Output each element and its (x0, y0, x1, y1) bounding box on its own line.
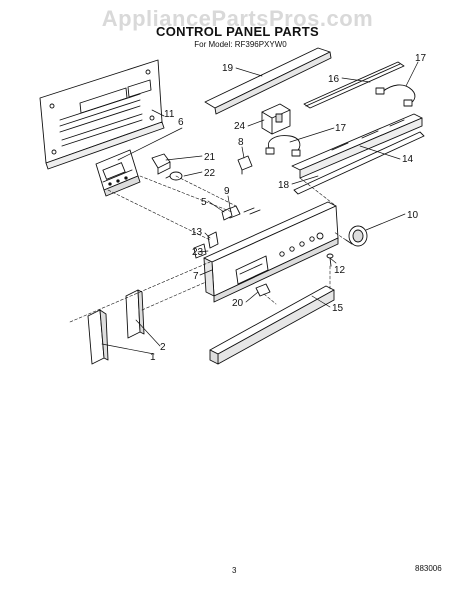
callout-9: 9 (224, 186, 230, 197)
part-16-rod (303, 61, 405, 109)
callout-2: 2 (160, 342, 166, 353)
callout-17-upper: 17 (415, 53, 427, 64)
part-22-lamp (165, 171, 183, 181)
part-2-side-bracket (125, 289, 145, 339)
part-21-switch (151, 153, 171, 175)
page-title: CONTROL PANEL PARTS (156, 24, 319, 39)
callout-7: 7 (193, 271, 199, 282)
part-14-channel-bracket (291, 113, 423, 179)
part-17-wire-harness-lower (265, 135, 301, 157)
callout-20: 20 (232, 298, 244, 309)
callout-8: 8 (238, 137, 244, 148)
callout-10: 10 (407, 210, 419, 221)
callout-22: 22 (204, 168, 216, 179)
callout-18: 18 (278, 180, 290, 191)
callout-17-lower: 17 (335, 123, 347, 134)
callout-15: 15 (332, 303, 344, 314)
part-24-relay (261, 103, 291, 135)
model-subtitle: For Model: RF396PXYW0 (194, 40, 287, 49)
callout-21: 21 (204, 152, 216, 163)
part-15-lower-channel (209, 285, 335, 365)
part-20-clip (255, 283, 271, 297)
part-19-trim-strip (204, 47, 332, 115)
part-11-panel-plate (39, 59, 165, 170)
callout-11: 11 (164, 109, 175, 120)
part-13-bracket (207, 231, 219, 249)
callout-labels: 1 2 5 6 7 8 9 10 11 12 13 14 15 16 17 17… (150, 53, 427, 363)
part-18-flat-strip (293, 131, 425, 195)
callout-5: 5 (201, 197, 207, 208)
callout-1: 1 (150, 352, 156, 363)
callout-19: 19 (222, 63, 234, 74)
part-17-wire-harness-upper (375, 84, 416, 107)
callout-13: 13 (191, 227, 203, 238)
callout-12: 12 (334, 265, 346, 276)
leader-lines (101, 61, 419, 355)
page-number: 3 (232, 566, 237, 575)
part-7-control-housing (203, 201, 339, 303)
part-10-knob (345, 225, 368, 247)
callout-6: 6 (178, 117, 184, 128)
document-code: 883006 (415, 564, 442, 573)
callout-16: 16 (328, 74, 340, 85)
callout-23: 23 (192, 247, 204, 258)
part-1-end-cap (87, 309, 109, 365)
part-6-display-module (95, 149, 141, 197)
alignment-lines (69, 175, 347, 323)
watermark: AppliancePartsPros.com (101, 6, 374, 31)
part-23-clip (193, 243, 207, 259)
callout-14: 14 (402, 154, 414, 165)
part-8-clip (237, 155, 253, 175)
callout-24: 24 (234, 121, 246, 132)
